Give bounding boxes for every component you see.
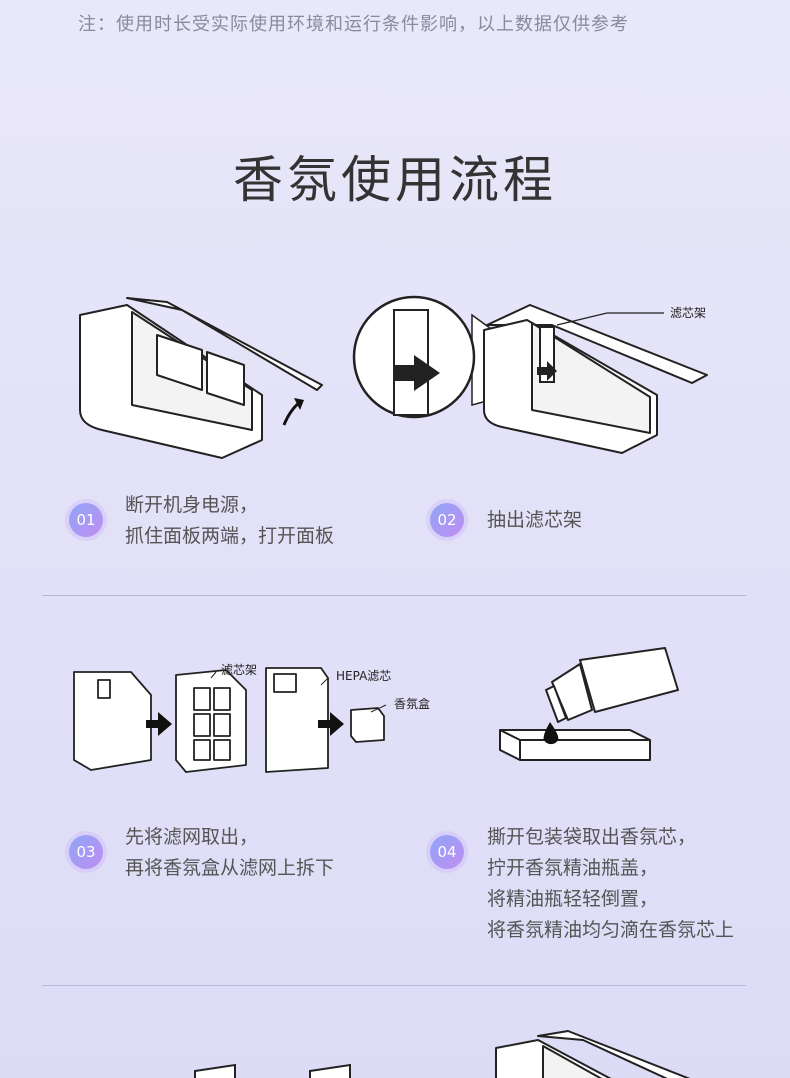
illustration-remove-filter: 滤芯架 HEPA滤芯 香氛盒 [73,663,430,773]
section-divider-2 [42,985,746,986]
step-1-badge: 01 [69,503,103,537]
section-divider-1 [42,595,746,596]
step-4-line-4: 将香氛精油均匀滴在香氛芯上 [487,919,735,941]
step-3-line-2: 再将香氛盒从滤网上拆下 [125,857,335,879]
step-2-text: 抽出滤芯架 [487,505,582,536]
illustration-open-panel [79,297,323,459]
step-3-badge: 03 [69,835,103,869]
disclaimer-note: 注：使用时长受实际使用环境和运行条件影响，以上数据仅供参考 [78,14,629,35]
step-3-text: 先将滤网取出， 再将香氛盒从滤网上拆下 [125,822,334,884]
step-1-line-1: 断开机身电源， [125,494,259,516]
label-aroma-box: 香氛盒 [394,696,430,711]
step-1-line-2: 抓住面板两端，打开面板 [125,525,335,547]
step-3-line-1: 先将滤网取出， [125,826,259,848]
label-filter-rack-2: 滤芯架 [221,663,257,677]
step-4-line-3: 将精油瓶轻轻倒置， [487,888,659,910]
label-filter-rack: 滤芯架 [670,306,706,320]
step-1-text: 断开机身电源， 抓住面板两端，打开面板 [125,490,334,552]
label-hepa: HEPA滤芯 [336,669,391,683]
step-2-badge: 02 [430,503,464,537]
page-title: 香氛使用流程 [233,151,557,209]
illustration-pull-rack: 滤芯架 [352,295,708,454]
step-2-line-1: 抽出滤芯架 [487,509,583,531]
illustration-drop-oil [499,647,679,761]
illustration-partial-bottom-right [495,1030,691,1078]
step-4-badge: 04 [430,835,464,869]
step-4-line-2: 拧开香氛精油瓶盖， [487,857,659,879]
step-4-text: 撕开包装袋取出香氛芯， 拧开香氛精油瓶盖， 将精油瓶轻轻倒置， 将香氛精油均匀滴… [487,822,734,946]
illustration-partial-bottom-left [194,1063,351,1078]
step-4-line-1: 撕开包装袋取出香氛芯， [487,826,697,848]
